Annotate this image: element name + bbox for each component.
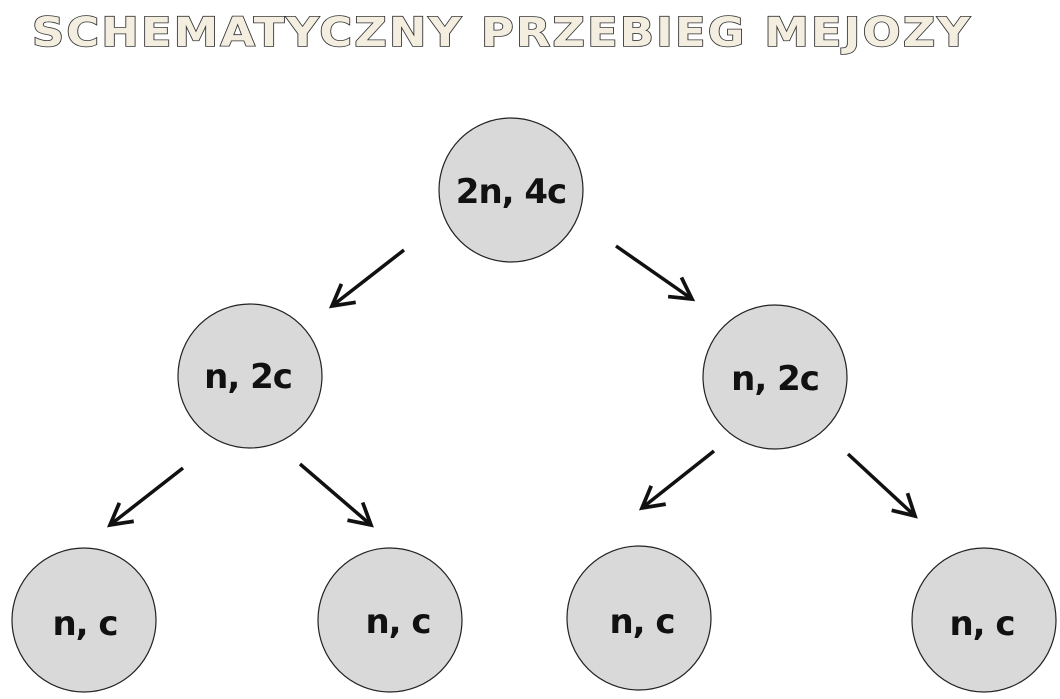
arrow-right-to-right-right: [846, 452, 918, 519]
node-left-left: [11, 547, 157, 693]
node-right-label: n, 2c: [731, 359, 819, 399]
node-root: [438, 117, 584, 263]
node-right-left-label: n, c: [609, 602, 674, 642]
node-right-left: [566, 545, 712, 691]
node-left-label: n, 2c: [204, 357, 292, 397]
arrow-left-to-left-left: [106, 466, 185, 528]
node-left-right: [317, 547, 463, 693]
node-left-right-label: n, c: [365, 602, 430, 642]
node-right: [702, 304, 848, 450]
arrow-root-to-left: [328, 248, 406, 309]
node-root-label: 2n, 4c: [456, 172, 566, 212]
arrow-right-to-right-left: [638, 449, 716, 511]
diagram-title: SCHEMATYCZNY PRZEBIEG MEJOZY: [32, 10, 972, 56]
node-left: [177, 303, 323, 449]
arrow-left-to-left-right: [298, 462, 374, 528]
node-right-right-label: n, c: [949, 604, 1014, 644]
node-left-left-label: n, c: [52, 604, 117, 644]
arrow-root-to-right: [614, 244, 696, 302]
node-right-right: [911, 547, 1057, 693]
